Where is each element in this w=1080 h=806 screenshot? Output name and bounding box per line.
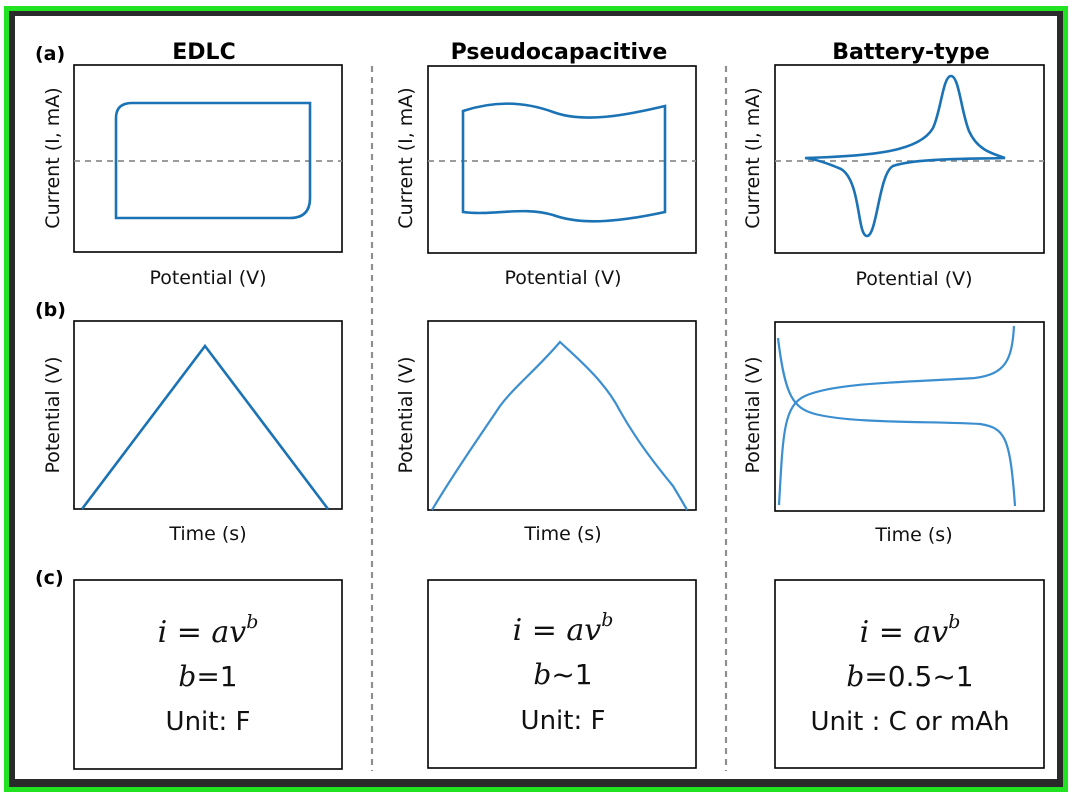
gcd-ylabel-battery-type: Potential (V) bbox=[742, 356, 764, 473]
equation-box-battery-type bbox=[774, 579, 1045, 769]
cv-ylabel-battery-type: Current (I, mA) bbox=[742, 87, 764, 228]
unit-pseudocapacitive: Unit: F bbox=[521, 706, 606, 736]
gcd-xlabel-pseudocapacitive: Time (s) bbox=[523, 523, 601, 545]
b-value-edlc: b=1 bbox=[178, 660, 237, 693]
gcd-charge-curve-battery-type bbox=[777, 325, 1016, 506]
cv-plot-pseudocapacitive bbox=[427, 65, 697, 254]
gcd-plot-pseudocapacitive bbox=[427, 320, 697, 511]
unit-edlc: Unit: F bbox=[166, 707, 251, 737]
cv-plot-edlc bbox=[73, 64, 343, 253]
equation-lhs: i = av bbox=[513, 613, 602, 648]
cv-xlabel-battery-type: Potential (V) bbox=[855, 268, 972, 290]
cv-ylabel-pseudocapacitive: Current (I, mA) bbox=[395, 87, 417, 228]
gcd-discharge-curve-battery-type bbox=[776, 337, 1017, 507]
figure-canvas: (a) (b) (c) EDLC Pseudocapacitive Batter… bbox=[15, 16, 1057, 779]
panel-label-a: (a) bbox=[35, 43, 65, 65]
b-value: =1 bbox=[196, 660, 237, 693]
gcd-curve-pseudocapacitive bbox=[431, 340, 688, 511]
gcd-ylabel-pseudocapacitive: Potential (V) bbox=[395, 356, 417, 473]
gcd-xlabel-battery-type: Time (s) bbox=[874, 524, 952, 546]
b-variable: b bbox=[533, 658, 551, 691]
b-variable: b bbox=[846, 660, 864, 693]
equation-lhs: i = av bbox=[158, 615, 247, 650]
column-title-battery-type: Battery-type bbox=[832, 40, 989, 65]
gcd-xlabel-edlc: Time (s) bbox=[168, 523, 246, 545]
cv-xlabel-edlc: Potential (V) bbox=[149, 267, 266, 289]
power-law-equation-edlc: i = avb bbox=[158, 611, 259, 650]
equation-exponent: b bbox=[246, 611, 258, 633]
figure-svg: (a) (b) (c) EDLC Pseudocapacitive Batter… bbox=[35, 40, 1045, 771]
equation-lhs: i = av bbox=[860, 615, 949, 650]
b-value-battery-type: b=0.5~1 bbox=[846, 660, 973, 693]
gcd-plot-edlc bbox=[73, 320, 343, 510]
gcd-plot-battery-type bbox=[774, 321, 1045, 512]
cv-curve-battery-type bbox=[804, 74, 1006, 238]
cv-curve-edlc bbox=[114, 101, 312, 220]
equation-exponent: b bbox=[601, 609, 613, 631]
panel-label-b: (b) bbox=[35, 299, 66, 321]
unit-battery-type: Unit : C or mAh bbox=[810, 707, 1009, 737]
cv-xlabel-pseudocapacitive: Potential (V) bbox=[504, 267, 621, 289]
power-law-equation-pseudocapacitive: i = avb bbox=[513, 609, 614, 648]
column-title-edlc: EDLC bbox=[172, 40, 235, 65]
column-title-pseudocapacitive: Pseudocapacitive bbox=[451, 40, 668, 65]
cv-curve-pseudocapacitive bbox=[461, 102, 667, 223]
equation-box-edlc bbox=[73, 579, 343, 770]
gcd-ylabel-edlc: Potential (V) bbox=[42, 356, 64, 473]
b-variable: b bbox=[178, 660, 196, 693]
b-value: ~1 bbox=[551, 658, 592, 691]
figure-frame: (a) (b) (c) EDLC Pseudocapacitive Batter… bbox=[4, 6, 1068, 792]
gcd-curve-edlc bbox=[80, 343, 330, 510]
equation-exponent: b bbox=[948, 611, 960, 633]
equation-box-pseudocapacitive bbox=[427, 579, 697, 769]
b-value-pseudocapacitive: b~1 bbox=[533, 658, 592, 691]
panel-label-c: (c) bbox=[35, 567, 64, 589]
cv-ylabel-edlc: Current (I, mA) bbox=[42, 87, 64, 228]
power-law-equation-battery-type: i = avb bbox=[860, 611, 961, 650]
b-value: =0.5~1 bbox=[864, 660, 973, 693]
